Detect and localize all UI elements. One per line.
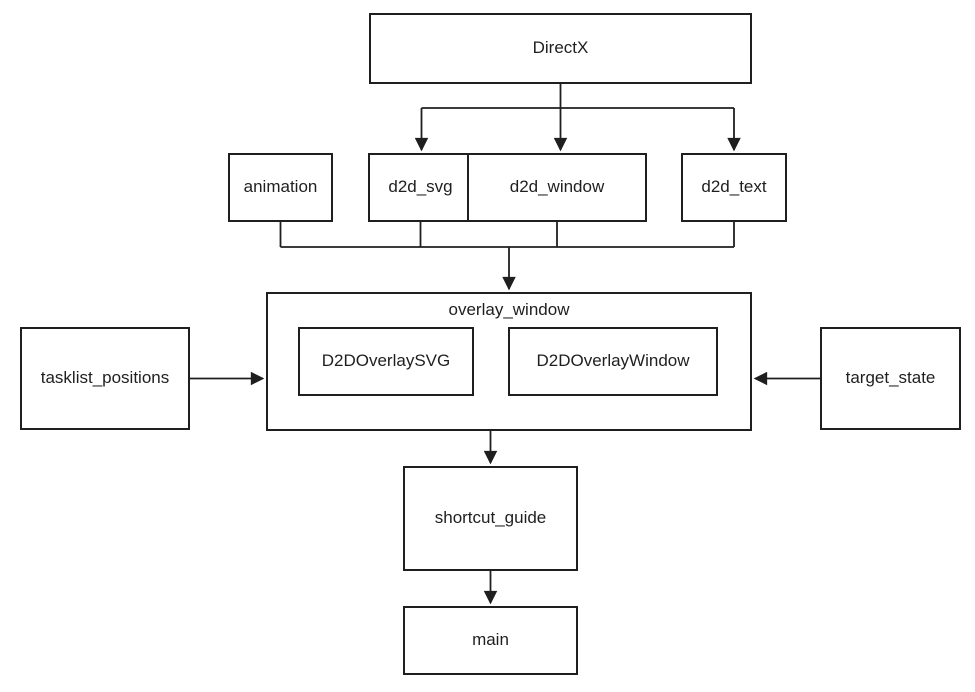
node-main: main xyxy=(403,606,578,675)
node-animation: animation xyxy=(228,153,333,222)
node-tasklist-positions-label: tasklist_positions xyxy=(40,368,170,388)
node-target-state: target_state xyxy=(820,327,961,430)
node-shortcut-guide: shortcut_guide xyxy=(403,466,578,571)
node-d2d-svg: d2d_svg xyxy=(368,153,473,222)
node-main-label: main xyxy=(472,630,509,650)
node-d2d-text-label: d2d_text xyxy=(701,177,767,197)
edge-directx-fanout xyxy=(414,84,741,152)
edge-merge-into-overlay xyxy=(279,222,735,291)
node-shortcut-guide-label: shortcut_guide xyxy=(434,508,547,528)
node-d2d-window-label: d2d_window xyxy=(509,177,605,197)
node-d2d-svg-label: d2d_svg xyxy=(388,177,453,197)
node-directx-label: DirectX xyxy=(532,38,589,58)
node-overlay-window-label: overlay_window xyxy=(448,300,570,319)
node-d2d-overlay-window: D2DOverlayWindow xyxy=(508,327,718,396)
node-d2d-window: d2d_window xyxy=(467,153,647,222)
node-animation-label: animation xyxy=(243,177,318,197)
node-d2d-overlay-svg-label: D2DOverlaySVG xyxy=(321,351,451,371)
node-tasklist-positions: tasklist_positions xyxy=(20,327,190,430)
node-d2d-overlay-window-label: D2DOverlayWindow xyxy=(536,351,690,371)
node-d2d-overlay-svg: D2DOverlaySVG xyxy=(298,327,474,396)
node-directx: DirectX xyxy=(369,13,752,84)
node-d2d-text: d2d_text xyxy=(681,153,787,222)
node-target-state-label: target_state xyxy=(845,368,936,388)
